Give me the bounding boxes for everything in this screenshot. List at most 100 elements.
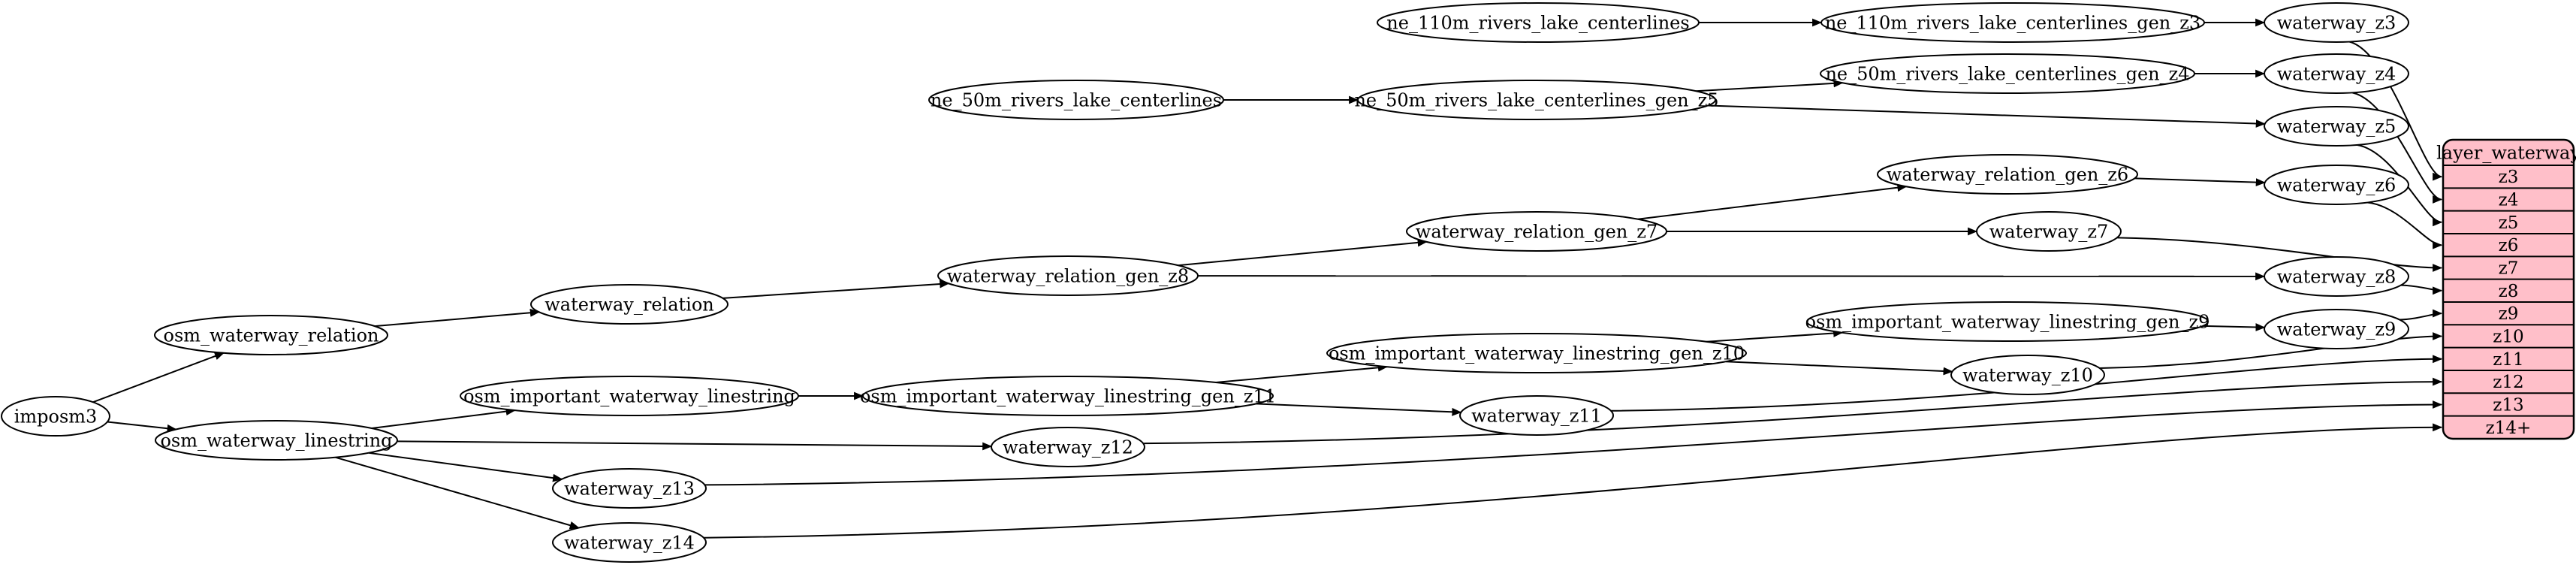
nodes-layer: imposm3 osm_waterway_relation osm_waterway…	[1, 2, 2409, 563]
node-ellipse	[530, 284, 728, 325]
node-label-waterway_z11: waterway_z11	[1471, 405, 1602, 426]
edge-osm_waterway_linestring-to-waterway_z14	[335, 456, 580, 530]
node-ne_50m_rivers_lake_centerlines_gen_z4: ne_50m_rivers_lake_centerlines_gen_z4	[1820, 53, 2195, 94]
table-row-z10: z10	[2493, 328, 2523, 347]
node-waterway_z11: waterway_z11	[1459, 395, 1614, 436]
node-osm_waterway_linestring: osm_waterway_linestring	[155, 420, 398, 461]
node-ellipse	[2264, 309, 2409, 349]
table-row-z9: z9	[2499, 304, 2519, 324]
edge-waterway_z9-to-layer_waterway-z9	[2400, 309, 2443, 321]
edge-osm_important_waterway_linestring_gen_z10-to-waterway_z10	[1725, 361, 1953, 376]
table-header-label: layer_waterway	[2436, 142, 2576, 163]
node-ellipse	[155, 420, 398, 461]
edge-waterway_z10-to-layer_waterway-z10	[2099, 332, 2443, 369]
node-ellipse	[154, 315, 388, 355]
edge-imposm3-to-osm_waterway_relation	[92, 352, 225, 403]
edge-waterway_z7-to-layer_waterway-z7	[2116, 237, 2443, 272]
node-ellipse	[1326, 333, 1747, 373]
edge-waterway_relation_gen_z8-to-waterway_relation_gen_z7	[1178, 238, 1428, 267]
node-ellipse	[1406, 211, 1667, 252]
node-waterway_z4: waterway_z4	[2264, 53, 2409, 94]
edges-layer	[92, 18, 2443, 539]
node-ellipse	[1976, 211, 2122, 252]
node-label-waterway_relation_gen_z7: waterway_relation_gen_z7	[1416, 221, 1658, 242]
node-ellipse	[2264, 106, 2409, 147]
table-row-z8: z8	[2499, 282, 2519, 301]
node-ellipse	[1377, 2, 1700, 43]
edge-osm_important_waterway_linestring_gen_z9-to-waterway_z9	[2202, 323, 2266, 331]
edge-osm_important_waterway_linestring_gen_z11-to-waterway_z11	[1256, 403, 1462, 416]
node-label-ne_50m_rivers_lake_centerlines: ne_50m_rivers_lake_centerlines	[931, 89, 1222, 110]
node-label-osm_important_waterway_linestring_gen_z11: osm_important_waterway_linestring_gen_z1…	[860, 385, 1276, 406]
node-ellipse	[552, 522, 707, 563]
node-waterway_z9: waterway_z9	[2264, 309, 2409, 349]
node-osm_important_waterway_linestring: osm_important_waterway_linestring	[460, 376, 799, 416]
node-waterway_z3: waterway_z3	[2264, 2, 2409, 43]
node-waterway_z14: waterway_z14	[552, 522, 707, 563]
node-label-waterway_z12: waterway_z12	[1003, 437, 1133, 458]
edge-waterway_relation_gen_z6-to-waterway_z6	[2134, 177, 2266, 187]
node-ellipse	[2264, 165, 2409, 205]
table-row-z3: z3	[2499, 168, 2519, 187]
node-waterway_relation_gen_z8: waterway_relation_gen_z8	[937, 255, 1199, 296]
edge-osm_important_waterway_linestring_gen_z10-to-osm_important_waterway_linestring_gen_z9	[1706, 329, 1844, 343]
node-ne_110m_rivers_lake_centerlines_gen_z3: ne_110m_rivers_lake_centerlines_gen_z3	[1820, 2, 2205, 43]
node-waterway_relation_gen_z7: waterway_relation_gen_z7	[1406, 211, 1667, 252]
node-label-waterway_z8: waterway_z8	[2277, 266, 2397, 287]
edge-osm_important_waterway_linestring_gen_z11-to-osm_important_waterway_linestring_gen_z10	[1215, 363, 1388, 383]
node-ellipse	[2264, 2, 2409, 43]
node-waterway_relation: waterway_relation	[530, 284, 728, 325]
edge-waterway_z11-to-layer_waterway-z11	[1611, 355, 2443, 412]
node-osm_important_waterway_linestring_gen_z9: osm_important_waterway_linestring_gen_z9	[1805, 301, 2210, 342]
node-osm_important_waterway_linestring_gen_z10: osm_important_waterway_linestring_gen_z1…	[1326, 333, 1747, 373]
node-ellipse	[862, 376, 1274, 416]
edge-waterway_z12-to-layer_waterway-z12	[1143, 377, 2443, 445]
node-waterway_z13: waterway_z13	[552, 468, 707, 509]
edge-waterway_z4-to-layer_waterway-z4	[2351, 92, 2443, 204]
node-label-waterway_z7: waterway_z7	[1989, 221, 2109, 242]
node-ellipse	[460, 376, 799, 416]
node-label-ne_50m_rivers_lake_centerlines_gen_z5: ne_50m_rivers_lake_centerlines_gen_z5	[1354, 89, 1718, 110]
edge-ne_50m_rivers_lake_centerlines_gen_z5-to-waterway_z5	[1707, 104, 2266, 128]
edge-waterway_z8-to-layer_waterway-z8	[2400, 284, 2443, 295]
node-waterway_z5: waterway_z5	[2264, 106, 2409, 147]
node-ellipse	[928, 80, 1224, 120]
node-label-waterway_z6: waterway_z6	[2277, 174, 2397, 195]
edge-osm_waterway_relation-to-waterway_relation	[374, 308, 540, 328]
node-ellipse	[1459, 395, 1614, 436]
node-label-waterway_z14: waterway_z14	[564, 532, 695, 553]
node-ellipse	[1, 396, 110, 437]
node-ellipse	[1950, 355, 2105, 395]
node-osm_important_waterway_linestring_gen_z11: osm_important_waterway_linestring_gen_z1…	[860, 376, 1276, 416]
node-label-ne_110m_rivers_lake_centerlines: ne_110m_rivers_lake_centerlines	[1386, 12, 1689, 33]
edge-waterway_relation-to-waterway_relation_gen_z8	[722, 279, 950, 299]
edge-waterway_relation_gen_z7-to-waterway_relation_gen_z6	[1637, 183, 1908, 220]
node-waterway_z10: waterway_z10	[1950, 355, 2105, 395]
edge-osm_waterway_linestring-to-waterway_z13	[368, 452, 563, 482]
node-label-waterway_z3: waterway_z3	[2277, 12, 2397, 33]
node-label-osm_important_waterway_linestring_gen_z9: osm_important_waterway_linestring_gen_z9	[1805, 311, 2210, 332]
node-label-ne_50m_rivers_lake_centerlines_gen_z4: ne_50m_rivers_lake_centerlines_gen_z4	[1825, 63, 2189, 84]
node-label-waterway_relation: waterway_relation	[544, 294, 713, 315]
edge-ne_50m_rivers_lake_centerlines_gen_z5-to-ne_50m_rivers_lake_centerlines_gen_z4	[1695, 79, 1844, 92]
edge-osm_waterway_linestring-to-waterway_z12	[397, 440, 993, 451]
table-background	[2442, 138, 2575, 440]
edge-waterway_z13-to-layer_waterway-z13	[704, 400, 2443, 486]
edge-waterway_z14-to-layer_waterway-z14+	[703, 423, 2443, 539]
node-waterway_relation_gen_z6: waterway_relation_gen_z6	[1877, 154, 2138, 195]
node-label-osm_important_waterway_linestring: osm_important_waterway_linestring	[463, 385, 795, 406]
node-label-waterway_relation_gen_z8: waterway_relation_gen_z8	[947, 265, 1189, 286]
node-ne_50m_rivers_lake_centerlines: ne_50m_rivers_lake_centerlines	[928, 80, 1224, 120]
table-row-z11: z11	[2493, 350, 2523, 370]
node-label-osm_waterway_relation: osm_waterway_relation	[164, 325, 379, 346]
table-row-z5: z5	[2499, 213, 2519, 233]
node-label-waterway_z10: waterway_z10	[1962, 364, 2093, 385]
node-imposm3: imposm3	[1, 396, 110, 437]
node-ellipse	[2264, 256, 2409, 297]
node-waterway_z8: waterway_z8	[2264, 256, 2409, 297]
node-label-ne_110m_rivers_lake_centerlines_gen_z3: ne_110m_rivers_lake_centerlines_gen_z3	[1825, 12, 2200, 33]
node-waterway_z7: waterway_z7	[1976, 211, 2122, 252]
node-label-imposm3: imposm3	[14, 406, 98, 427]
